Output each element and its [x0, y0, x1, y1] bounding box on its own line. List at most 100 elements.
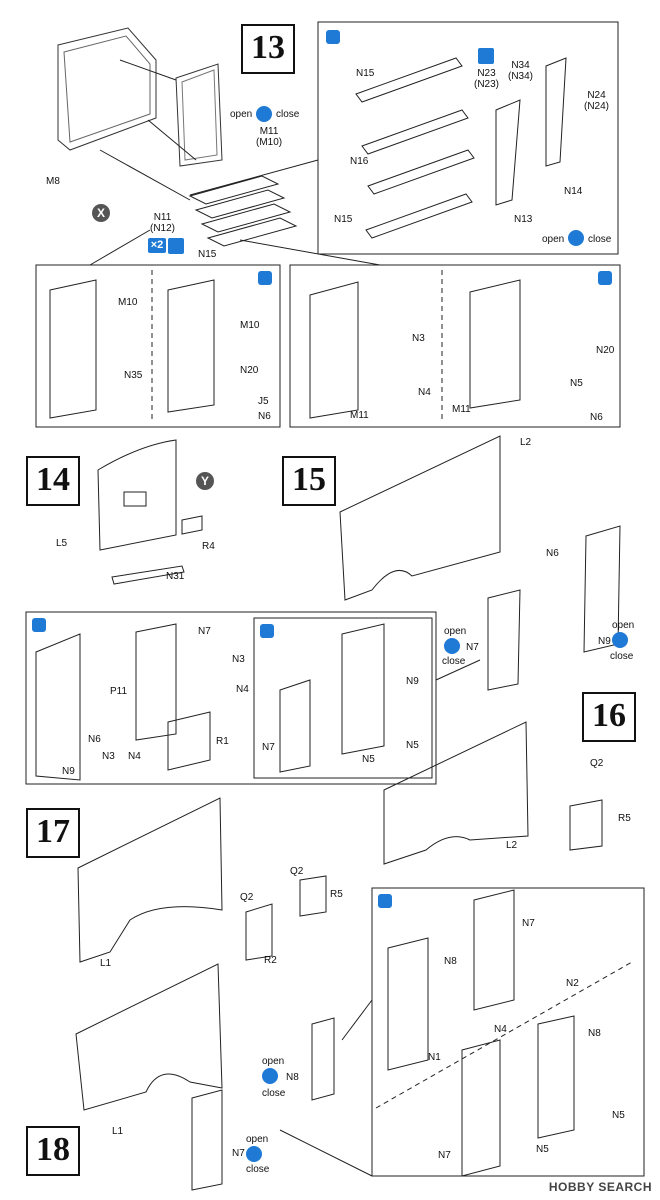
part-label: N7	[466, 642, 479, 653]
part-label: N8	[444, 956, 457, 967]
inset-15	[25, 611, 437, 785]
part-label: L1	[112, 1126, 124, 1137]
part-label: N4	[494, 1024, 507, 1035]
part-label: N3	[412, 333, 425, 344]
part-label: L1	[100, 958, 112, 969]
part-label: P11	[110, 686, 128, 697]
part-label: N5	[612, 1110, 625, 1121]
part-label: N5	[406, 740, 419, 751]
part-label: L2	[506, 840, 518, 851]
step-15: 15	[282, 456, 336, 506]
part-label: N7	[232, 1148, 245, 1159]
part-label: M11	[452, 404, 471, 415]
watermark-text: HOBBY SEARCH	[548, 1180, 652, 1194]
step-17: 17	[26, 808, 80, 858]
part-label: Q2	[290, 866, 304, 877]
part-label: N7	[522, 918, 535, 929]
part-label: M10	[118, 297, 138, 308]
part-label: N5	[536, 1144, 549, 1155]
part-label: N6	[258, 411, 271, 422]
inset-13-b	[289, 264, 621, 428]
part-label: N15	[334, 214, 353, 225]
part-label: N3	[102, 751, 115, 762]
part-label: N9	[598, 636, 611, 647]
inset-15-sub	[253, 617, 433, 779]
part-label: N4	[418, 387, 431, 398]
tip-icon	[378, 894, 392, 908]
part-label: N31	[166, 571, 185, 582]
part-label: N3	[232, 654, 245, 665]
inset-13-a	[35, 264, 281, 428]
part-label: N4	[236, 684, 249, 695]
glue-icon	[478, 48, 494, 64]
part-label: N5	[362, 754, 375, 765]
part-label: N8	[588, 1028, 601, 1039]
open-close-icon	[246, 1146, 262, 1162]
part-label: N16	[350, 156, 369, 167]
close-label: close	[588, 234, 612, 245]
part-label: N20	[240, 365, 259, 376]
part-label: N6	[590, 412, 603, 423]
part-label: N15	[356, 68, 375, 79]
part-label: N8	[286, 1072, 299, 1083]
part-label: N7	[198, 626, 211, 637]
part-label: N13	[514, 214, 533, 225]
open-close-icon	[256, 106, 272, 122]
tip-icon	[260, 624, 274, 638]
open-label: open	[246, 1134, 269, 1145]
inset-18	[371, 887, 645, 1177]
part-label: N34 (N34)	[508, 60, 534, 82]
part-label: N20	[596, 345, 615, 356]
part-label: L5	[56, 538, 68, 549]
part-label: N23 (N23)	[474, 68, 500, 90]
step-13: 13	[241, 24, 295, 74]
part-label: R1	[216, 736, 229, 747]
part-label: N5	[570, 378, 583, 389]
part-label: M11	[350, 410, 369, 421]
part-label: R5	[618, 813, 631, 824]
part-label: R5	[330, 889, 343, 900]
part-label: L2	[520, 437, 532, 448]
part-label: N14	[564, 186, 583, 197]
part-label: N9	[406, 676, 419, 687]
part-label: M11 (M10)	[256, 126, 283, 148]
tip-icon	[258, 271, 272, 285]
part-label: N6	[546, 548, 559, 559]
glue-icon	[168, 238, 184, 254]
step-16: 16	[582, 692, 636, 742]
inset-13-top	[317, 21, 619, 255]
open-label: open	[542, 234, 565, 245]
open-close-icon	[262, 1068, 278, 1084]
tip-icon	[326, 30, 340, 44]
tip-icon	[598, 271, 612, 285]
open-label: open	[612, 620, 635, 631]
step-18: 18	[26, 1126, 80, 1176]
part-label: M8	[46, 176, 60, 187]
part-label: N24 (N24)	[584, 90, 610, 112]
part-label: M10	[240, 320, 260, 331]
marker-y: Y	[196, 472, 214, 490]
marker-x: X	[92, 204, 110, 222]
part-label: R4	[202, 541, 215, 552]
part-label: Q2	[590, 758, 604, 769]
part-label: N6	[88, 734, 101, 745]
open-close-icon	[568, 230, 584, 246]
step-14: 14	[26, 456, 80, 506]
part-label: N15	[198, 249, 217, 260]
close-label: close	[246, 1164, 270, 1175]
part-label: J5	[258, 396, 269, 407]
open-label: open	[262, 1056, 285, 1067]
part-label: N7	[438, 1150, 451, 1161]
close-label: close	[262, 1088, 286, 1099]
open-close-icon	[444, 638, 460, 654]
part-label: N2	[566, 978, 579, 989]
part-label: R2	[264, 955, 277, 966]
close-label: close	[610, 651, 634, 662]
open-label: open	[230, 109, 253, 120]
part-label: N9	[62, 766, 75, 777]
part-label: N7	[262, 742, 275, 753]
part-label: N1	[428, 1052, 441, 1063]
open-label: open	[444, 626, 467, 637]
part-label: N35	[124, 370, 143, 381]
